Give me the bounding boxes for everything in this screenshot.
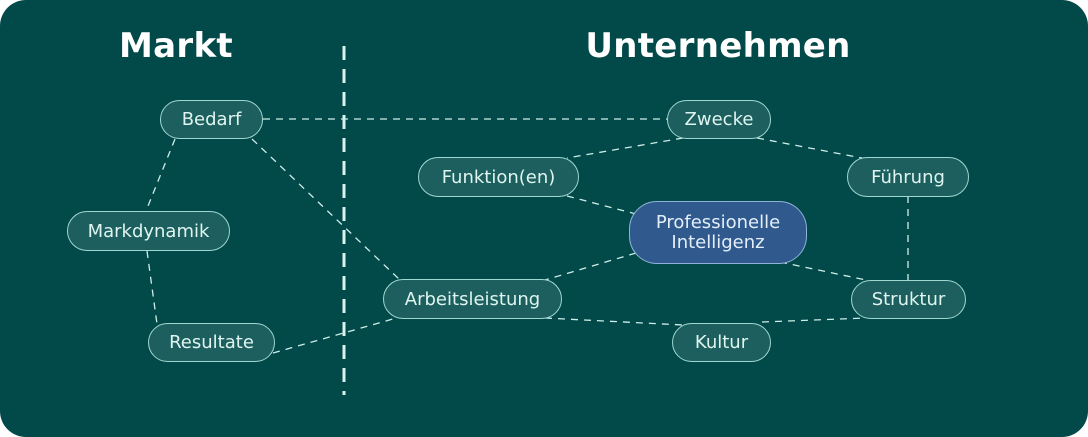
node-markdynamik: Markdynamik xyxy=(67,211,230,251)
edge-resultate-arbeitsleistung xyxy=(272,316,401,354)
node-funktionen: Funktion(en) xyxy=(418,157,579,197)
edge-kultur-struktur xyxy=(761,317,867,323)
node-fuehrung: Führung xyxy=(847,157,969,197)
heading-markt: Markt xyxy=(119,26,233,66)
edge-center-arbeitsleistung xyxy=(544,252,637,281)
edge-bedarf-arbeitsleistung xyxy=(251,138,401,281)
edge-arbeitsleistung-kultur xyxy=(544,317,684,326)
edge-zwecke-funktionen xyxy=(566,137,684,159)
node-arbeitsleistung: Arbeitsleistung xyxy=(383,279,562,319)
edge-center-struktur xyxy=(779,261,867,281)
node-kultur: Kultur xyxy=(672,323,771,362)
node-bedarf: Bedarf xyxy=(160,100,263,139)
edge-bedarf-markdynamik xyxy=(145,138,176,212)
node-resultate: Resultate xyxy=(148,323,275,362)
node-struktur: Struktur xyxy=(851,280,966,319)
edge-zwecke-fuehrung xyxy=(756,137,863,159)
edge-funktionen-center xyxy=(566,195,637,215)
edge-markdynamik-resultate xyxy=(146,250,158,325)
node-professionelle-intelligenz: Professionelle Intelligenz xyxy=(629,201,807,264)
heading-unternehmen: Unternehmen xyxy=(585,26,851,66)
node-zwecke: Zwecke xyxy=(667,100,771,139)
